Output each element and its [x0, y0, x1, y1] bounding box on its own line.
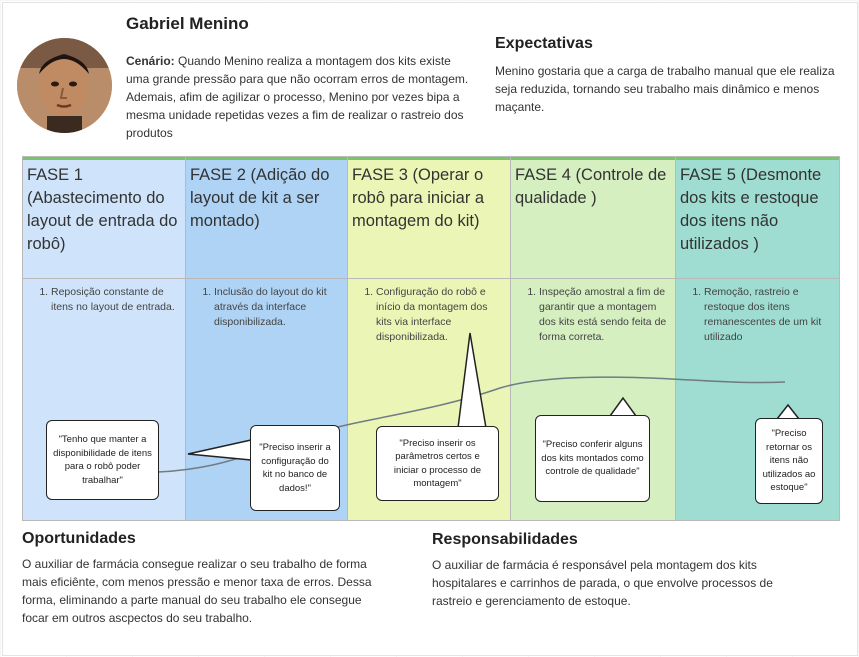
persona-name: Gabriel Menino [126, 14, 249, 33]
responsibilities-text: O auxiliar de farmácia é responsável pel… [432, 558, 773, 608]
phase-4-item: Inspeção amostral a fim de garantir que … [539, 285, 669, 345]
phase-3-item: Configuração do robô e início da montage… [376, 285, 504, 345]
phase-4-items: Inspeção amostral a fim de garantir que … [511, 281, 675, 345]
phase-1-title: FASE 1 (Abastecimento do layout de entra… [23, 157, 185, 279]
phase-1-item: Reposição constante de itens no layout d… [51, 285, 179, 315]
quote-bubble-2: "Preciso inserir a configuração do kit n… [250, 425, 340, 511]
quote-bubble-1: "Tenho que manter a disponibilidade de i… [46, 420, 159, 500]
bubble-4-tail [609, 396, 637, 417]
bubble-3-tail [457, 332, 487, 429]
phase-2-title: FASE 2 (Adição do layout de kit a ser mo… [186, 157, 347, 279]
responsibilities-title: Responsabilidades [432, 531, 578, 548]
bubble-2-tail [187, 439, 252, 461]
phase-2-item: Inclusão do layout do kit através da int… [214, 285, 341, 330]
scenario-text: Quando Menino realiza a montagem dos kit… [126, 54, 469, 140]
phase-3-title: FASE 3 (Operar o robô para iniciar a mon… [348, 157, 510, 279]
bubble-5-tail [776, 403, 800, 420]
quote-bubble-5: "Preciso retornar os itens não utilizado… [755, 418, 823, 504]
phase-5-items: Remoção, rastreio e restoque dos itens r… [676, 281, 839, 345]
phase-5-title: FASE 5 (Desmonte dos kits e restoque dos… [676, 157, 839, 279]
persona-scenario: Cenário: Quando Menino realiza a montage… [126, 52, 476, 142]
quote-bubble-3: "Preciso inserir os parâmetros certos e … [376, 426, 499, 501]
phase-4-title: FASE 4 (Controle de qualidade ) [511, 157, 675, 279]
scenario-label: Cenário: [126, 54, 175, 68]
expectations-title: Expectativas [495, 35, 593, 52]
expectations-text: Menino gostaria que a carga de trabalho … [495, 64, 835, 114]
opportunities-title: Oportunidades [22, 530, 136, 547]
phase-3-items: Configuração do robô e início da montage… [348, 281, 510, 345]
phase-1-items: Reposição constante de itens no layout d… [23, 281, 185, 315]
opportunities-text: O auxiliar de farmácia consegue realizar… [22, 557, 372, 625]
phase-5-item: Remoção, rastreio e restoque dos itens r… [704, 285, 833, 345]
phase-2-items: Inclusão do layout do kit através da int… [186, 281, 347, 330]
quote-bubble-4: "Preciso conferir alguns dos kits montad… [535, 415, 650, 502]
